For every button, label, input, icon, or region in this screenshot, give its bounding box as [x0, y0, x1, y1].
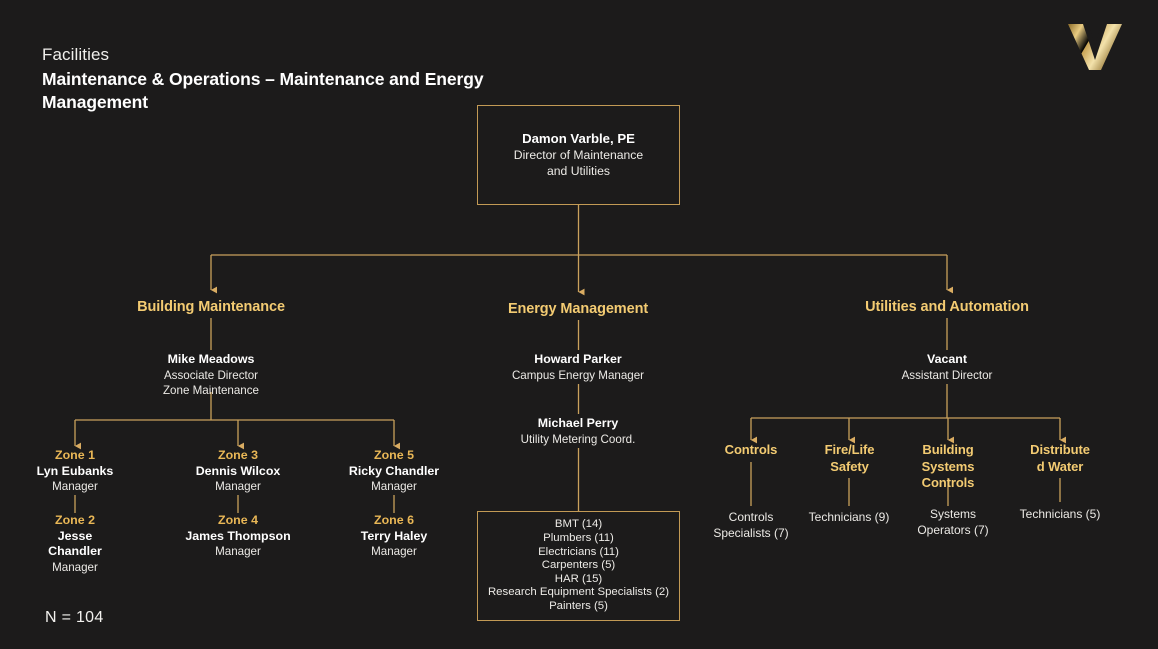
trade-line: BMT (14) [554, 518, 603, 531]
staff-line2: Specialists (7) [713, 525, 789, 540]
branch-fire-life-safety: Fire/Life Safety [797, 442, 902, 475]
zone-manager-title: Manager [215, 545, 261, 558]
director-name: Damon Varble, PE [522, 131, 635, 147]
branch-name-line3: Controls [921, 475, 975, 490]
branch-name-line1: Fire/Life [824, 442, 875, 457]
zone-manager-title: Manager [215, 480, 261, 493]
branch-building-systems-controls: Building Systems Controls [898, 442, 998, 492]
lead-name: Mike Meadows [167, 352, 255, 366]
trade-line: Plumbers (11) [543, 532, 614, 545]
lead-name: Vacant [927, 352, 967, 366]
second-role: Utility Metering Coord. [520, 432, 636, 446]
zone-label: Zone 6 [374, 513, 414, 527]
department-utilities-automation: Utilities and Automation [865, 299, 1029, 315]
trade-line: HAR (15) [554, 572, 603, 585]
trades-box: BMT (14) Plumbers (11) Electricians (11)… [477, 511, 680, 621]
director-role-line2: and Utilities [547, 163, 610, 178]
zone-label: Zone 1 [55, 448, 95, 462]
zone-manager-name-line1: Jesse [57, 528, 93, 543]
energy-management-second: Michael Perry Utility Metering Coord. [478, 416, 678, 447]
page-title-line2: Management [42, 92, 148, 112]
zone-manager-name: Terry Haley [360, 528, 428, 543]
lead-role: Campus Energy Manager [511, 368, 645, 382]
zone-node-6: Zone 6 Terry Haley Manager [314, 513, 474, 560]
zone-manager-title: Manager [371, 480, 417, 493]
lead-role: Assistant Director [901, 368, 993, 382]
zone-label: Zone 4 [218, 513, 258, 527]
lead-role-line2: Zone Maintenance [162, 384, 260, 397]
branch-fire-life-safety-staff: Technicians (9) [789, 510, 909, 526]
zone-manager-title: Manager [52, 560, 98, 574]
page-title: Maintenance & Operations – Maintenance a… [42, 68, 662, 114]
vanderbilt-v-logo [1068, 24, 1122, 70]
zone-manager-title: Manager [371, 545, 417, 558]
branch-distributed-water-staff: Technicians (5) [1000, 507, 1120, 523]
trade-line: Painters (5) [549, 599, 608, 612]
branch-name-line2: Safety [830, 458, 869, 474]
zone-node-5: Zone 5 Ricky Chandler Manager [314, 448, 474, 495]
staff-line1: Technicians (5) [1019, 507, 1101, 521]
zone-node-2: Zone 2 Jesse Chandler Manager [0, 513, 155, 575]
department-energy-management: Energy Management [507, 301, 649, 317]
zone-manager-name: James Thompson [185, 528, 291, 543]
lead-name: Howard Parker [534, 352, 622, 366]
branch-name-line1: Controls [724, 442, 778, 457]
staff-line1: Controls [728, 510, 774, 524]
branch-controls-staff: Controls Specialists (7) [696, 510, 806, 541]
trade-line: Electricians (11) [538, 545, 619, 558]
staff-line2: Operators (7) [917, 522, 989, 537]
energy-management-lead: Howard Parker Campus Energy Manager [478, 352, 678, 383]
zone-node-3: Zone 3 Dennis Wilcox Manager [158, 448, 318, 495]
zone-manager-title: Manager [52, 480, 98, 493]
slide-header: Facilities Maintenance & Operations – Ma… [42, 44, 662, 114]
second-name: Michael Perry [537, 416, 619, 430]
staff-line1: Systems [929, 507, 976, 521]
zone-manager-name-line2: Chandler [48, 544, 102, 558]
branch-controls: Controls [696, 442, 806, 459]
director-role-line1: Director of Maintenance [513, 147, 644, 162]
zone-manager-name: Dennis Wilcox [195, 463, 281, 478]
page-title-line1: Maintenance & Operations – Maintenance a… [42, 69, 484, 89]
branch-distributed-water: Distribute d Water [1010, 442, 1110, 475]
building-maintenance-lead: Mike Meadows Associate Director Zone Mai… [111, 352, 311, 399]
utilities-automation-lead: Vacant Assistant Director [847, 352, 1047, 383]
director-box: Damon Varble, PE Director of Maintenance… [477, 105, 680, 205]
zone-label: Zone 3 [218, 448, 258, 462]
staff-line1: Technicians (9) [808, 510, 890, 524]
zone-node-4: Zone 4 James Thompson Manager [158, 513, 318, 560]
total-headcount: N = 104 [45, 609, 104, 626]
branch-name-line2: d Water [1036, 458, 1084, 474]
zone-manager-name: Lyn Eubanks [36, 463, 114, 478]
zone-node-1: Zone 1 Lyn Eubanks Manager [0, 448, 155, 495]
department-building-maintenance: Building Maintenance [137, 299, 285, 315]
lead-role-line1: Associate Director [163, 368, 259, 382]
branch-name-line2: Systems [921, 458, 975, 474]
zone-label: Zone 2 [55, 513, 95, 527]
branch-building-systems-controls-staff: Systems Operators (7) [893, 507, 1013, 538]
trade-line: Research Equipment Specialists (2) [487, 586, 670, 599]
trade-line: Carpenters (5) [541, 559, 616, 572]
zone-label: Zone 5 [374, 448, 414, 462]
branch-name-line1: Distribute [1030, 442, 1090, 457]
branch-name-line1: Building [922, 442, 974, 457]
zone-manager-name: Ricky Chandler [348, 463, 440, 478]
eyebrow-facilities: Facilities [42, 45, 110, 64]
